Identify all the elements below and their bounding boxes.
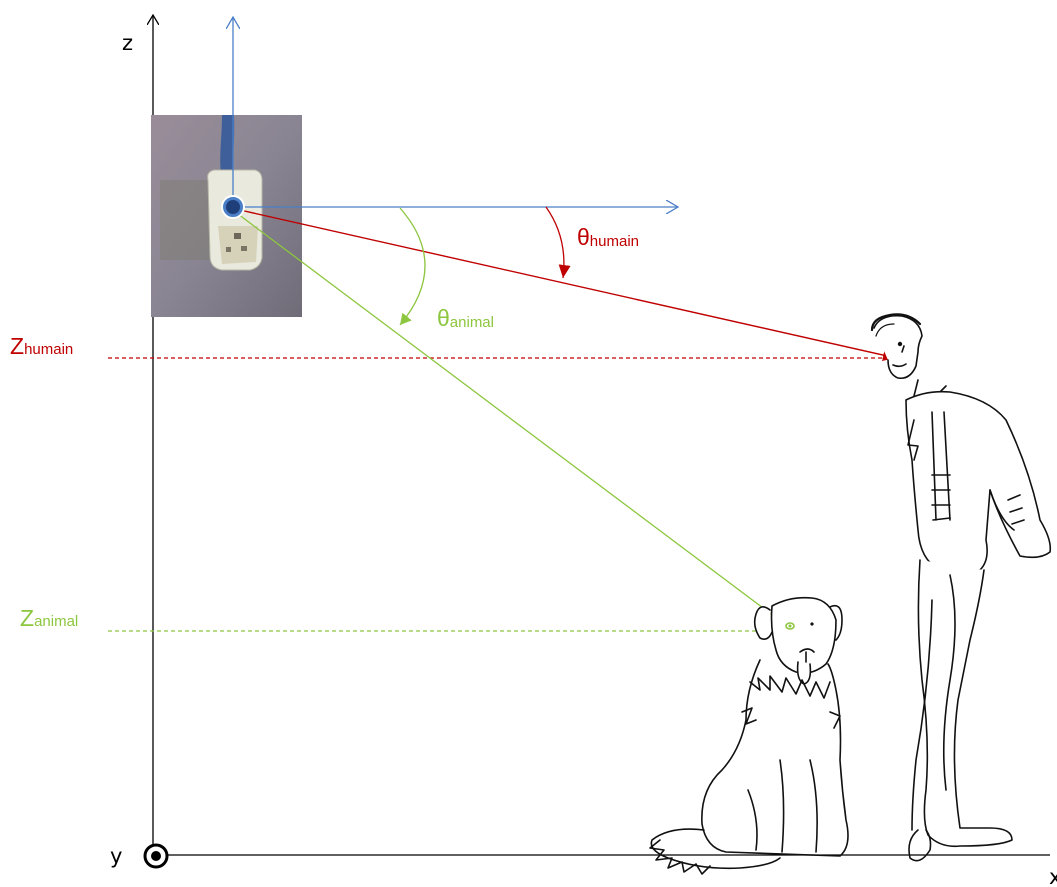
theta-human-label: θhumain <box>577 224 639 250</box>
z-animal-label: Zanimal <box>20 605 78 631</box>
z-human-label: Zhumain <box>10 333 73 359</box>
z-axis-label: z <box>122 31 133 55</box>
human-figure <box>870 313 1052 862</box>
sensor-axes <box>233 17 678 207</box>
y-axis-label: y <box>110 844 122 868</box>
x-axis-label: x <box>1049 865 1057 887</box>
sensor-eye-marker <box>221 195 245 219</box>
theta-human-arc <box>545 206 571 279</box>
theta-animal-label: θanimal <box>437 305 494 331</box>
animal-sight-line <box>237 213 776 618</box>
y-axis-out-of-page-icon <box>143 843 169 869</box>
human-sight-line <box>239 209 897 361</box>
theta-animal-arc <box>399 207 426 326</box>
dog-figure <box>649 596 849 875</box>
motion-sensor-photo <box>151 115 302 317</box>
